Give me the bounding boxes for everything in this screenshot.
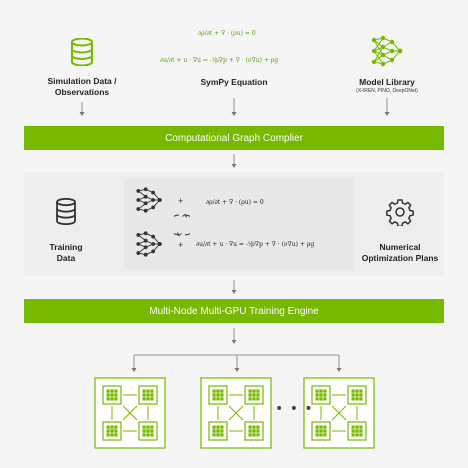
gpu-node	[95, 378, 165, 448]
gpu-node	[304, 378, 374, 448]
equation-1: ∂ρ/∂t + ∇ · (ρu) = 0	[206, 199, 264, 206]
compiler-arrow	[231, 154, 237, 168]
plus-sign: +	[178, 240, 184, 250]
compiler-bar: Computational Graph Complier	[24, 126, 444, 150]
gpu-node	[201, 378, 271, 448]
neural-network-icon	[371, 35, 403, 67]
plus-sign: +	[178, 196, 184, 206]
neural-network-icon-small	[136, 231, 162, 257]
training-data-label: Training Data	[49, 242, 83, 263]
cycle-arrows-icon	[174, 213, 190, 237]
gear-icon	[386, 199, 414, 226]
more-nodes-ellipsis: • • •	[275, 401, 314, 417]
model-library-sublabel: (X-IREN, PINO, DeepONet)	[356, 88, 418, 94]
sympy-label: SymPy Equation	[200, 77, 268, 87]
equation-2: ∂u/∂t + u · ∇u = -¹⁄ρ∇p + ∇ · (ν∇u) + ρg	[196, 241, 315, 248]
engine-arrow	[231, 328, 237, 344]
database-icon	[71, 38, 93, 66]
numerical-optimization-label: Numerical Optimization Plans	[361, 242, 439, 263]
neural-network-icon-small	[136, 187, 162, 213]
simulation-data-label: Simulation Data / Observations	[47, 76, 117, 97]
model-library-label: Model Library	[359, 77, 415, 87]
equation-panel	[124, 178, 354, 270]
sympy-equation-2: ∂u/∂t + u · ∇u = -¹⁄ρ∇p + ∇ · (ν∇u) + ρg	[160, 57, 279, 64]
engine-bar: Multi-Node Multi-GPU Training Engine	[24, 299, 444, 323]
training-data-icon	[56, 198, 76, 225]
sympy-equation-1: ∂ρ/∂t + ∇ · (ρu) = 0	[198, 30, 256, 37]
panel-arrow	[231, 280, 237, 294]
